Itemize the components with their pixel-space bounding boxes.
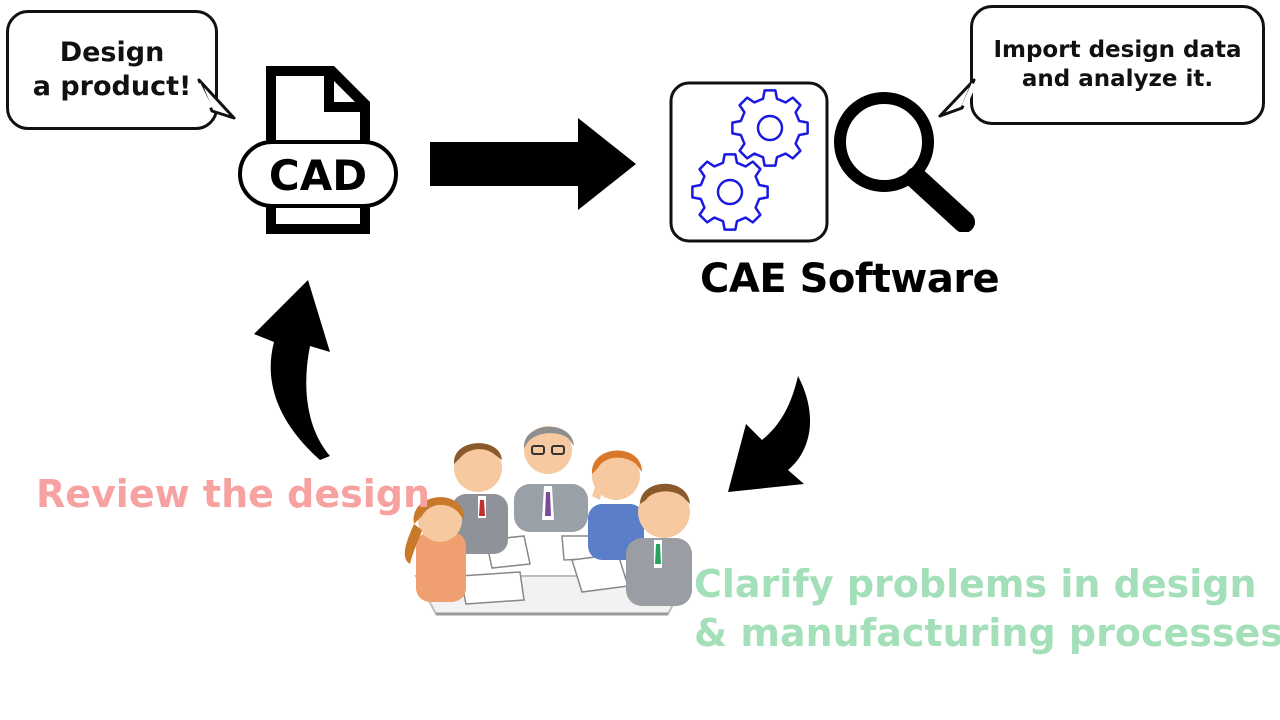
- gear-icon-small: [691, 153, 769, 231]
- cad-label: CAD: [269, 151, 367, 200]
- bubble-import-line2: and analyze it.: [1021, 66, 1214, 92]
- clarify-line2: & manufacturing processes: [694, 611, 1280, 656]
- curved-arrow-up: [254, 280, 330, 460]
- arrow-right: [430, 118, 636, 210]
- cae-software-icon: [669, 81, 829, 243]
- cad-file-icon: CAD: [238, 66, 398, 234]
- bubble-import-line1: Import design data: [993, 37, 1242, 64]
- clarify-problems-label: Clarify problems in design & manufacturi…: [694, 560, 1280, 659]
- magnifier-icon: [834, 92, 975, 232]
- gear-icon: [731, 89, 809, 167]
- meeting-people-icon: [404, 426, 692, 616]
- bubble-design-tail: [196, 78, 236, 120]
- cae-software-label: CAE Software: [700, 256, 1000, 302]
- bubble-design-line2: a product!: [32, 71, 192, 102]
- curved-arrow-down: [728, 376, 811, 492]
- speech-bubble-import: Import design data and analyze it.: [970, 5, 1265, 125]
- review-design-label: Review the design: [36, 472, 431, 516]
- bubble-design-line1: Design: [59, 37, 165, 69]
- speech-bubble-design: Design a product!: [6, 10, 218, 130]
- clarify-line1: Clarify problems in design: [694, 562, 1257, 606]
- bubble-import-tail: [938, 78, 977, 118]
